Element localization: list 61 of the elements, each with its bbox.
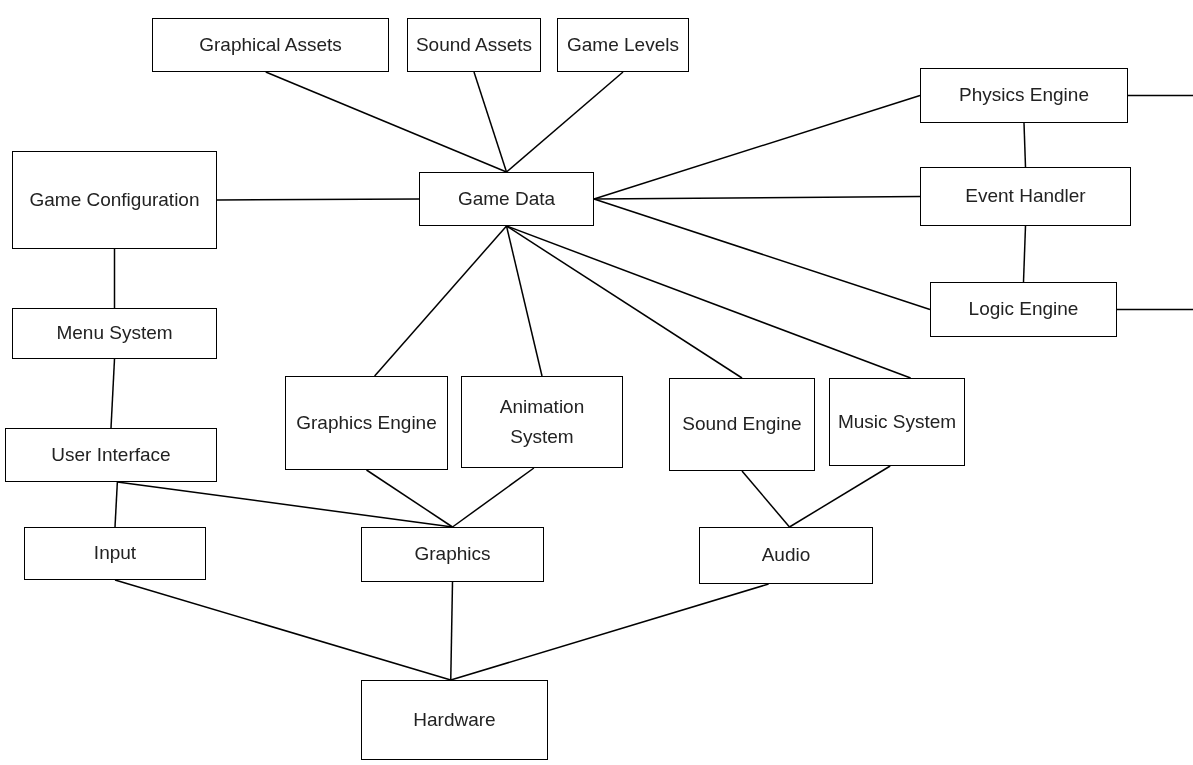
component-box xyxy=(669,378,815,471)
component-label: Graphical Assets xyxy=(199,32,342,57)
component-label: Graphics Engine xyxy=(296,410,437,435)
component-label: Hardware xyxy=(413,707,496,732)
connector-line xyxy=(113,248,116,309)
component-label: Sound Engine xyxy=(682,412,802,437)
component-box xyxy=(930,282,1117,337)
component-label: Graphics xyxy=(414,542,491,567)
connector-line xyxy=(451,467,535,528)
connector-line xyxy=(265,71,508,173)
connector-line xyxy=(741,470,791,528)
component-label: Game Data xyxy=(457,186,556,211)
component-box xyxy=(920,68,1128,123)
component-box xyxy=(407,18,541,72)
component-box xyxy=(12,151,217,249)
connector-line xyxy=(593,94,921,200)
component-label: Music System xyxy=(837,409,957,434)
component-label: Logic Engine xyxy=(968,297,1079,322)
connector-line xyxy=(505,225,543,377)
connector-line xyxy=(473,71,508,173)
component-label: Menu System xyxy=(56,321,173,346)
connector-line xyxy=(216,198,420,201)
component-box xyxy=(557,18,689,72)
component-label: Game Levels xyxy=(567,32,679,57)
component-box xyxy=(920,167,1131,226)
component-label: Game Configuration xyxy=(29,187,200,212)
component-label: Event Handler xyxy=(965,184,1086,209)
component-label: Sound Assets xyxy=(415,32,533,57)
connector-line xyxy=(110,358,116,429)
connector-line xyxy=(365,469,454,528)
component-box xyxy=(461,376,623,468)
component-label: Animation System xyxy=(498,394,586,449)
connector-line xyxy=(373,225,508,377)
connector-line xyxy=(593,198,931,311)
component-box xyxy=(152,18,389,72)
connector-line xyxy=(593,195,921,200)
component-box xyxy=(24,527,206,580)
connector-line xyxy=(505,225,743,379)
connector-line xyxy=(1116,308,1193,311)
connector-line xyxy=(450,583,770,681)
component-label: Physics Engine xyxy=(959,83,1089,108)
component-box xyxy=(5,428,217,482)
component-box xyxy=(361,527,544,582)
component-label: Input xyxy=(93,541,137,566)
component-box xyxy=(12,308,217,359)
component-box xyxy=(285,376,448,470)
connector-line xyxy=(114,481,119,528)
connector-line xyxy=(1127,94,1193,97)
component-label: User Interface xyxy=(51,442,171,467)
connector-line xyxy=(505,225,912,379)
connector-line xyxy=(505,71,624,173)
connector-line xyxy=(114,579,452,681)
connector-line xyxy=(1022,225,1027,283)
component-box xyxy=(361,680,548,760)
component-label: Audio xyxy=(761,543,811,568)
connector-line xyxy=(1023,122,1027,168)
connector-line xyxy=(450,581,454,681)
connector-line xyxy=(788,465,891,528)
component-box xyxy=(829,378,965,466)
component-box xyxy=(699,527,873,584)
component-box xyxy=(419,172,594,226)
